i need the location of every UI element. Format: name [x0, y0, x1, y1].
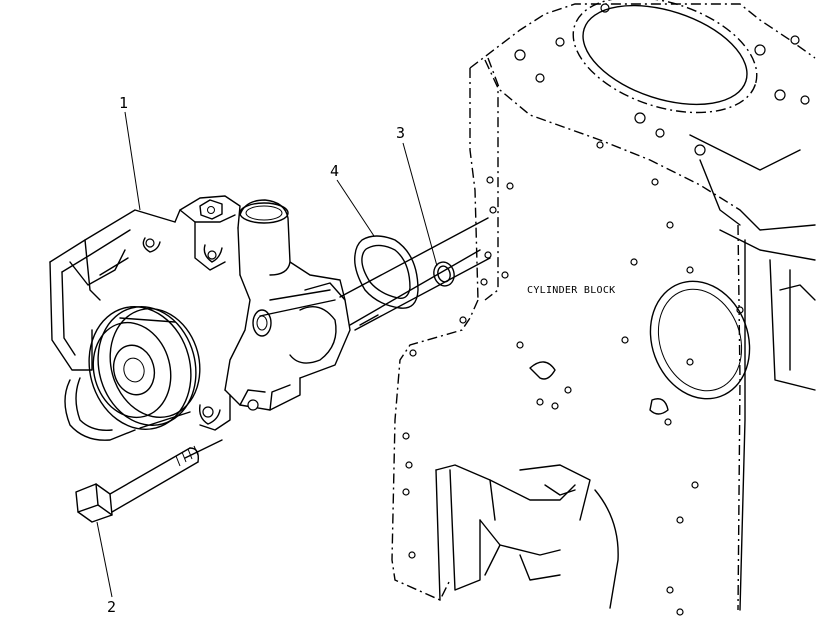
callout-4: 4	[330, 162, 375, 237]
o-ring	[433, 261, 455, 287]
cylinder-block-label: CYLINDER BLOCK	[527, 285, 616, 296]
hex-plug	[199, 199, 223, 220]
front-face-holes	[402, 141, 744, 616]
bolt	[75, 445, 200, 523]
cylinder-bore	[572, 0, 758, 114]
callout-4-label: 4	[330, 162, 339, 180]
pulley	[88, 306, 201, 430]
callout-3: 3	[396, 124, 438, 267]
callout-3-label: 3	[396, 124, 405, 142]
cylinder-block: CYLINDER BLOCK	[391, 0, 816, 616]
water-pump	[49, 195, 351, 441]
callout-1: 1	[119, 94, 141, 211]
callout-2: 2	[96, 521, 116, 616]
assembly-guide-lines	[184, 217, 491, 459]
lower-pipe	[64, 379, 136, 441]
deck-holes	[514, 3, 810, 156]
callout-2-label: 2	[107, 598, 116, 616]
callout-1-label: 1	[119, 94, 128, 112]
inlet-spigot	[252, 309, 272, 337]
block-bore-opening	[649, 280, 751, 400]
gasket	[354, 235, 419, 309]
outlet-tube	[239, 199, 291, 276]
lower-casting	[435, 464, 619, 609]
